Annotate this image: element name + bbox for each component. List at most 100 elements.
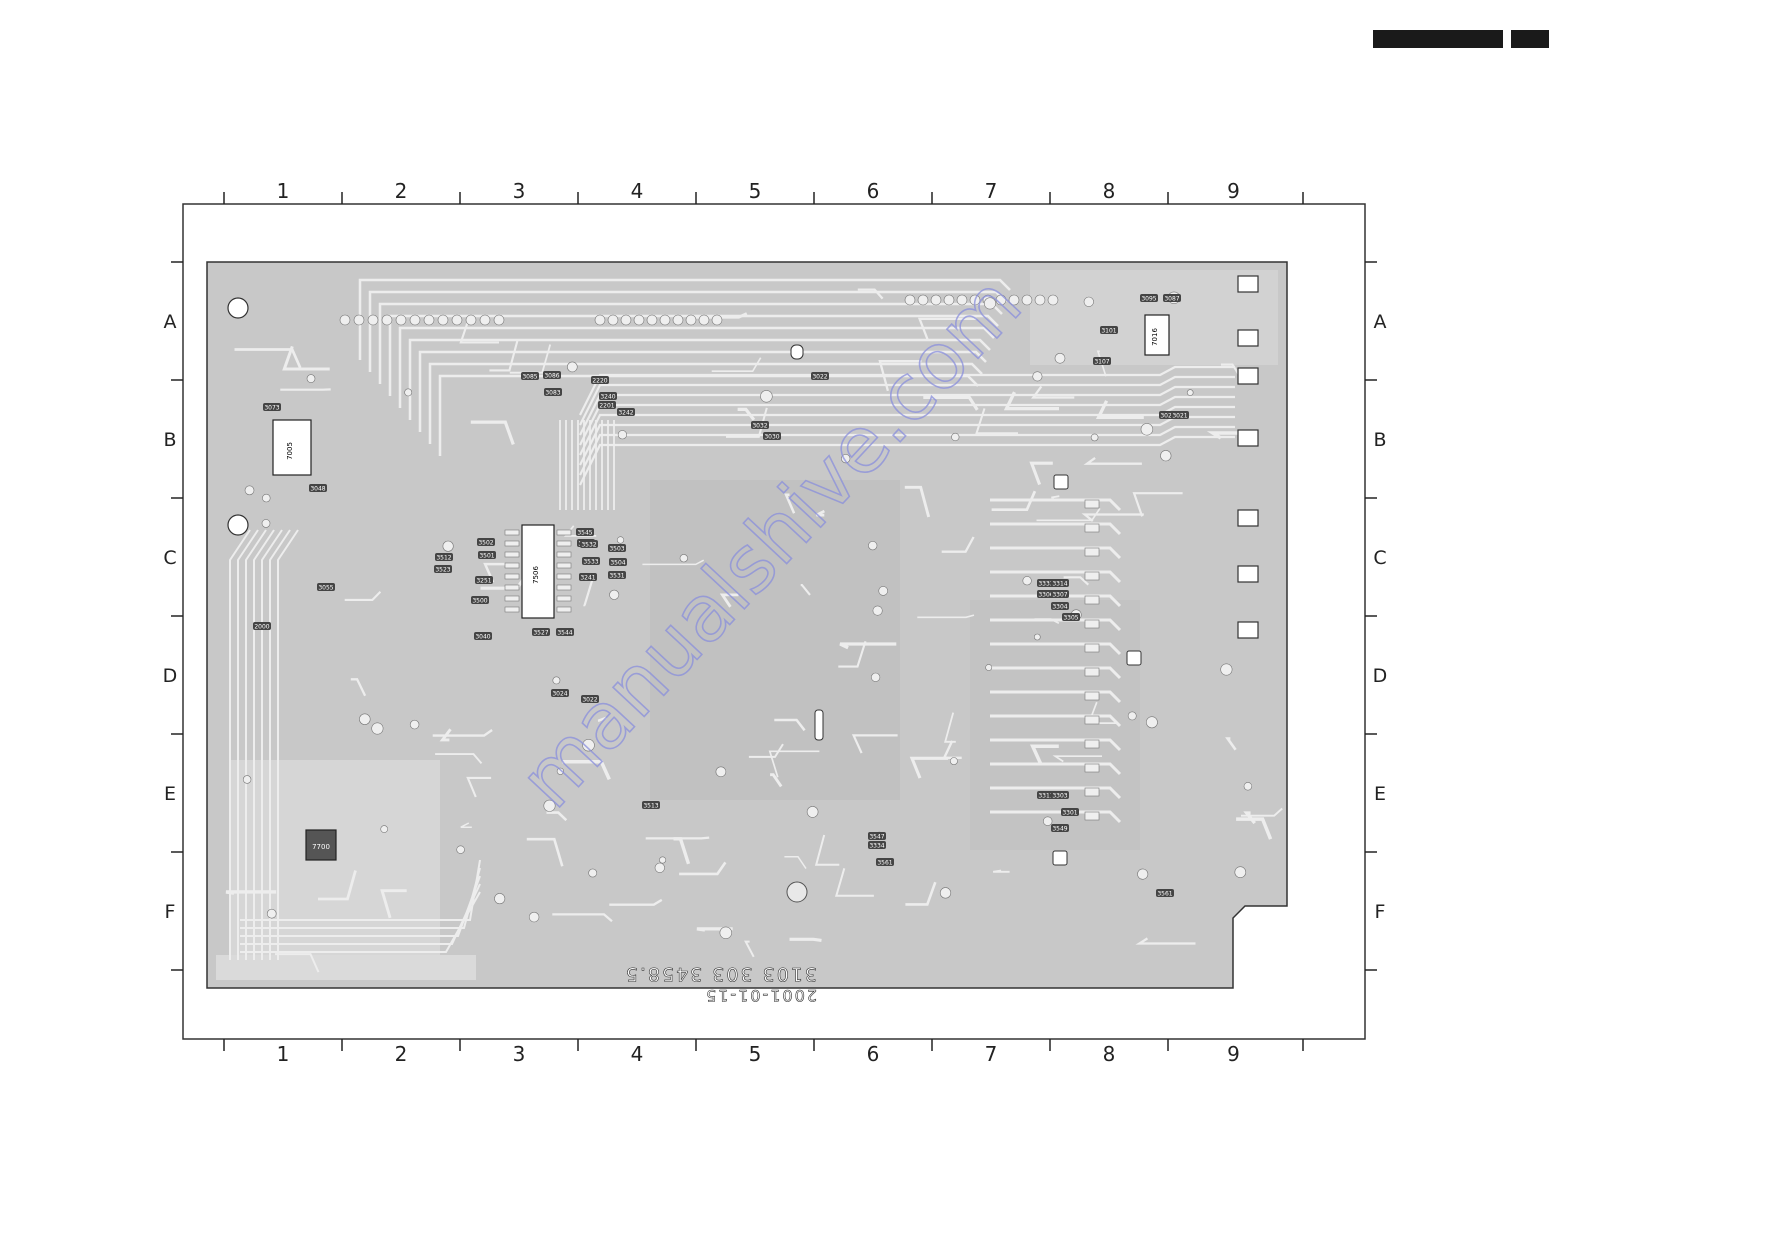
part-label: 3095 — [1140, 294, 1158, 303]
svg-text:3021: 3021 — [1172, 413, 1187, 420]
slot-hole — [814, 709, 824, 741]
part-label: 3087 — [1163, 294, 1181, 303]
part-label: 3303 — [1051, 791, 1069, 800]
svg-text:3022: 3022 — [812, 374, 827, 381]
svg-text:3022: 3022 — [582, 697, 597, 704]
svg-text:3240: 3240 — [600, 394, 615, 401]
column-label-top: 6 — [867, 179, 880, 203]
column-label-bottom: 4 — [631, 1042, 644, 1066]
grid-ticks — [171, 192, 1377, 1051]
column-label-top: 8 — [1103, 179, 1116, 203]
part-label: 3030 — [763, 432, 781, 441]
part-label: 3306 — [1037, 590, 1055, 599]
mounting-hole — [227, 514, 249, 536]
row-label-left: B — [163, 429, 176, 451]
part-label: 3334 — [868, 841, 886, 850]
svg-text:3040: 3040 — [475, 634, 490, 641]
part-label: 3513 — [642, 801, 660, 810]
part-label: 3083 — [544, 388, 562, 397]
svg-text:3503: 3503 — [609, 546, 624, 553]
header-bar-short — [1511, 30, 1549, 48]
part-label: 3055 — [317, 583, 335, 592]
part-label: 3040 — [474, 632, 492, 641]
part-label: 3333 — [1037, 579, 1055, 588]
row-label-right: B — [1373, 429, 1386, 451]
row-label-left: F — [165, 901, 176, 923]
mounting-hole — [227, 297, 249, 319]
column-label-bottom: 9 — [1227, 1042, 1240, 1066]
mounting-hole — [786, 881, 808, 903]
ic-7506: 7506 — [521, 524, 555, 619]
svg-text:3086: 3086 — [544, 373, 559, 380]
svg-text:3242: 3242 — [618, 410, 633, 417]
svg-text:3561: 3561 — [877, 860, 892, 867]
part-label: 3314 — [1051, 579, 1069, 588]
part-label: 3523 — [434, 565, 452, 574]
part-label: 3022 — [811, 372, 829, 381]
part-label: 3022 — [581, 695, 599, 704]
part-label: 3547 — [868, 832, 886, 841]
svg-text:2201: 2201 — [599, 403, 614, 410]
part-label: 3307 — [1051, 590, 1069, 599]
row-label-right: F — [1375, 901, 1386, 923]
svg-text:3085: 3085 — [522, 374, 537, 381]
part-label: 3545 — [576, 528, 594, 537]
part-label: 3533 — [582, 557, 600, 566]
svg-text:3527: 3527 — [533, 630, 548, 637]
svg-text:7506: 7506 — [532, 566, 540, 584]
row-label-right: A — [1374, 311, 1387, 333]
slot-hole — [1053, 474, 1069, 490]
part-label: 3251 — [475, 576, 493, 585]
svg-text:3545: 3545 — [577, 530, 592, 537]
svg-text:3533: 3533 — [583, 559, 598, 566]
row-label-right: D — [1373, 665, 1388, 687]
svg-text:3301: 3301 — [1062, 810, 1077, 817]
solder-pads — [242, 291, 1253, 939]
part-label: 3503 — [608, 544, 626, 553]
part-label: 3086 — [543, 371, 561, 380]
slot-hole — [1052, 850, 1068, 866]
svg-text:3532: 3532 — [581, 542, 596, 549]
column-label-top: 7 — [985, 179, 998, 203]
row-label-left: E — [164, 783, 176, 805]
part-label: 3561 — [876, 858, 894, 867]
svg-text:3055: 3055 — [318, 585, 333, 592]
part-label: 3101 — [1100, 326, 1118, 335]
column-label-top: 5 — [749, 179, 762, 203]
part-label: 3242 — [617, 408, 635, 417]
svg-text:3024: 3024 — [552, 691, 567, 698]
svg-text:3101: 3101 — [1101, 328, 1116, 335]
svg-text:3095: 3095 — [1141, 296, 1156, 303]
part-label: 3032 — [751, 421, 769, 430]
svg-text:3020: 3020 — [1160, 413, 1175, 420]
part-label: 3241 — [579, 573, 597, 582]
part-label: 3107 — [1093, 357, 1111, 366]
part-label: 3531 — [608, 571, 626, 580]
column-label-bottom: 3 — [513, 1042, 526, 1066]
column-label-bottom: 7 — [985, 1042, 998, 1066]
svg-text:3305: 3305 — [1063, 615, 1078, 622]
part-label: 3561 — [1156, 889, 1174, 898]
part-label: 3549 — [1051, 824, 1069, 833]
pcb-identification-text: 3103 303 3458.5 2001-01-15 — [624, 963, 818, 1006]
ic-7016: 7016 — [1144, 314, 1170, 356]
svg-text:3311: 3311 — [1038, 793, 1053, 800]
svg-text:3500: 3500 — [472, 598, 487, 605]
svg-text:3030: 3030 — [764, 434, 779, 441]
part-label: 3532 — [580, 540, 598, 549]
header-bar-long — [1373, 30, 1503, 48]
svg-text:2000: 2000 — [254, 624, 269, 631]
column-label-top: 3 — [513, 179, 526, 203]
svg-text:3333: 3333 — [1038, 581, 1053, 588]
ic-7005: 7005 — [272, 419, 312, 476]
row-label-right: E — [1374, 783, 1386, 805]
svg-text:3504: 3504 — [610, 560, 625, 567]
svg-text:3087: 3087 — [1164, 296, 1179, 303]
column-label-bottom: 8 — [1103, 1042, 1116, 1066]
part-label: 3527 — [532, 628, 550, 637]
